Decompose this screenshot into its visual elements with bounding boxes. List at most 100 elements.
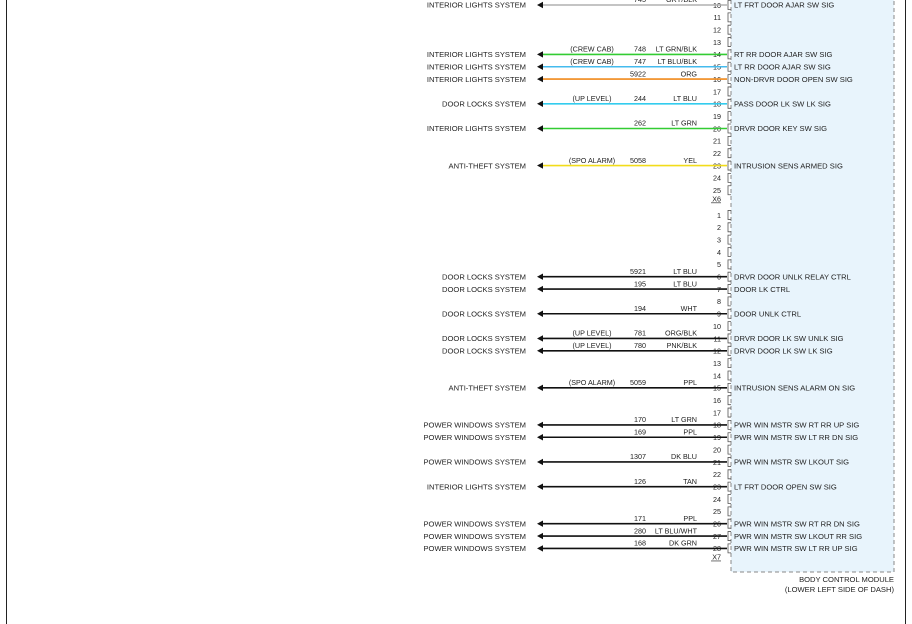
system-label: INTERIOR LIGHTS SYSTEM	[427, 62, 526, 71]
circuit-number: 171	[634, 514, 646, 523]
pin-number: 5	[717, 260, 721, 269]
pin-bracket	[727, 24, 731, 35]
wire-color-label: DK GRN	[669, 539, 697, 548]
pin-bracket	[727, 185, 731, 196]
pin-bracket	[727, 395, 731, 406]
signal-label: PWR WIN MSTR SW RT RR DN SIG	[734, 519, 860, 528]
pin-number: 25	[713, 507, 721, 516]
circuit-number: 169	[634, 427, 646, 436]
wire-color-label: LT BLU/BLK	[658, 57, 697, 66]
option-label: (CREW CAB)	[570, 57, 614, 66]
system-label: POWER WINDOWS SYSTEM	[423, 519, 526, 528]
system-label: DOOR LOCKS SYSTEM	[442, 347, 526, 356]
signal-label: DRVR DOOR LK SW LK SIG	[734, 347, 833, 356]
signal-label: PASS DOOR LK SW LK SIG	[734, 100, 831, 109]
wire-color-label: ORG	[681, 69, 698, 78]
wire-arrow	[537, 51, 543, 58]
wire-color-label: WHT	[681, 304, 698, 313]
signal-label: DRVR DOOR KEY SW SIG	[734, 124, 827, 133]
system-label: DOOR LOCKS SYSTEM	[442, 272, 526, 281]
system-label: INTERIOR LIGHTS SYSTEM	[427, 50, 526, 59]
pin-number: 20	[713, 445, 721, 454]
pin-number: 11	[714, 13, 721, 22]
wire-arrow	[537, 162, 543, 169]
pin-bracket	[727, 494, 731, 504]
signal-label: INTRUSION SENS ARMED SIG	[734, 161, 843, 170]
system-label: INTERIOR LIGHTS SYSTEM	[427, 1, 526, 10]
connector-label: X6	[712, 194, 721, 203]
pin-bracket	[727, 321, 731, 331]
wire-color-label: LT BLU/WHT	[655, 526, 698, 535]
pin-bracket	[727, 506, 731, 517]
wire-arrow	[537, 384, 543, 392]
system-label: POWER WINDOWS SYSTEM	[423, 458, 526, 467]
system-label: POWER WINDOWS SYSTEM	[423, 532, 526, 541]
pin-bracket	[727, 148, 731, 159]
system-label: DOOR LOCKS SYSTEM	[442, 285, 526, 294]
pin-number: 19	[713, 112, 721, 121]
pin-number: 13	[713, 359, 721, 368]
circuit-number: 748	[634, 45, 646, 54]
signal-label: PWR WIN MSTR SW LKOUT SIG	[734, 458, 849, 467]
pin-number: 16	[713, 396, 721, 405]
pin-number: 3	[717, 235, 721, 244]
pin-bracket	[727, 481, 731, 492]
pin-bracket	[727, 469, 731, 480]
wire-color-label: DK BLU	[671, 452, 697, 461]
option-label: (UP LEVEL)	[572, 341, 611, 350]
wire-color-label: PPL	[683, 378, 697, 387]
pin-number: 12	[713, 26, 721, 35]
wire-arrow	[537, 532, 543, 540]
system-label: INTERIOR LIGHTS SYSTEM	[427, 482, 526, 491]
pin-number: 2	[717, 223, 721, 232]
signal-label: LT RR DOOR AJAR SW SIG	[734, 62, 831, 71]
wire-arrow	[537, 335, 543, 342]
circuit-number: 262	[634, 119, 646, 128]
signal-label: DRVR DOOR UNLK RELAY CTRL	[734, 272, 851, 281]
pin-number: 8	[717, 297, 721, 306]
wire-color-label: YEL	[683, 156, 697, 165]
signal-label: DOOR UNLK CTRL	[734, 309, 801, 318]
option-label: (UP LEVEL)	[572, 94, 611, 103]
wire-arrow	[537, 100, 543, 107]
pin-bracket	[727, 222, 731, 233]
wire-color-label: LT BLU	[673, 94, 697, 103]
pin-bracket	[727, 308, 731, 319]
wire-color-label: PPL	[683, 514, 697, 523]
pin-bracket	[727, 111, 731, 122]
wire-color-label: LT BLU	[673, 267, 697, 276]
signal-label: PWR WIN MSTR SW LKOUT RR SIG	[734, 532, 862, 541]
pin-bracket	[727, 234, 731, 245]
wire-arrow	[537, 520, 543, 527]
pin-number: 24	[713, 495, 721, 504]
pin-bracket	[727, 271, 731, 282]
pin-bracket	[727, 382, 731, 393]
option-label: (CREW CAB)	[570, 45, 614, 54]
signal-label: PWR WIN MSTR SW LT RR UP SIG	[734, 544, 858, 553]
circuit-number: 1307	[630, 452, 646, 461]
system-label: DOOR LOCKS SYSTEM	[442, 100, 526, 109]
pin-bracket	[727, 49, 731, 60]
wire-arrow	[537, 63, 543, 70]
pin-bracket	[727, 74, 731, 84]
pin-bracket	[727, 259, 731, 270]
pin-bracket	[727, 123, 731, 134]
pin-bracket	[727, 86, 731, 97]
pin-bracket	[727, 531, 731, 541]
wire-arrow	[537, 273, 543, 280]
pin-bracket	[727, 420, 731, 430]
wire-arrow	[537, 285, 543, 293]
option-label: (SPO ALARM)	[569, 156, 615, 165]
pin-bracket	[727, 284, 731, 294]
signal-label: PWR WIN MSTR SW LT RR DN SIG	[734, 433, 858, 442]
signal-label: NON-DRVR DOOR OPEN SW SIG	[734, 75, 853, 84]
wire-color-label: GRY/BLK	[666, 0, 697, 4]
pin-bracket	[727, 160, 731, 171]
pin-number: 1	[717, 211, 721, 220]
pin-bracket	[727, 135, 731, 146]
pin-bracket	[727, 333, 731, 344]
pin-bracket	[727, 247, 731, 257]
circuit-number: 280	[634, 526, 646, 535]
circuit-number: 5921	[630, 267, 646, 276]
circuit-number: 781	[634, 329, 646, 338]
